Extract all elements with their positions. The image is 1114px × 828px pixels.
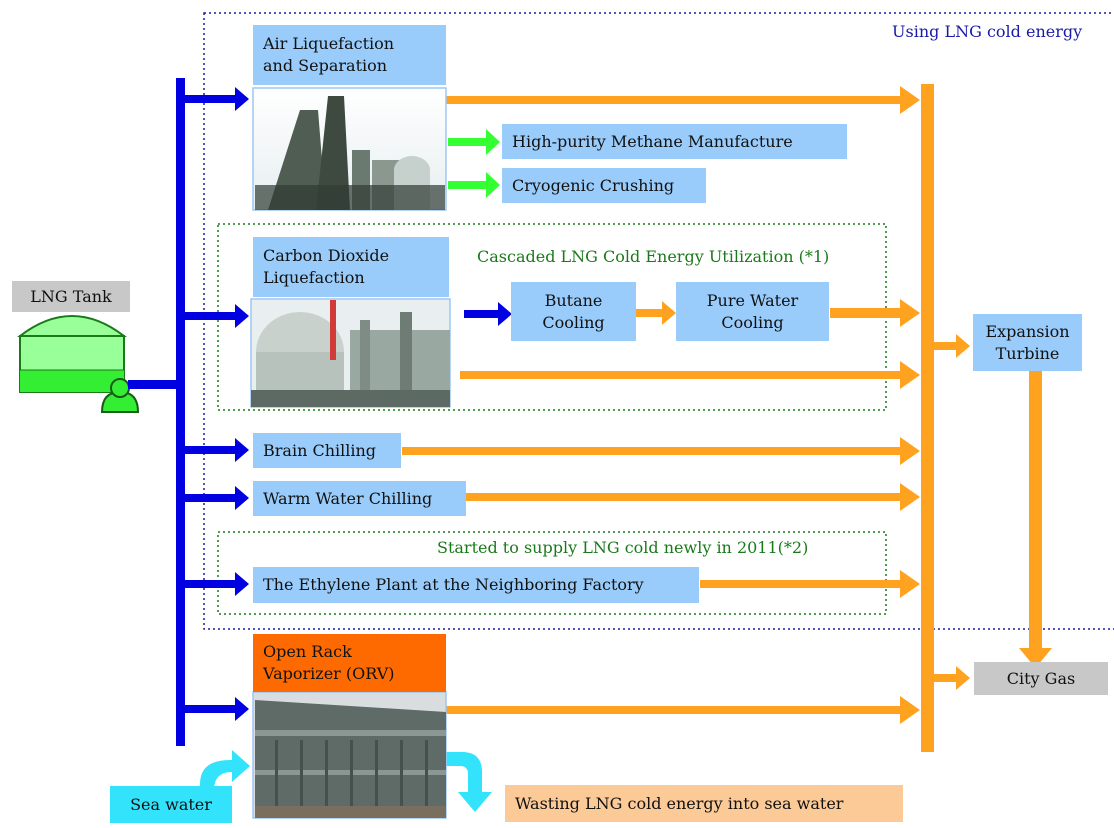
- arrow-co2-to-header: [460, 361, 920, 389]
- arrow-brain-to-header: [402, 437, 920, 465]
- arrow-to-co2-liquefaction: [185, 304, 249, 328]
- arrow-to-methane: [448, 129, 500, 155]
- arrow-header-to-city-gas: [934, 666, 970, 690]
- butane-cooling-box: Butane Cooling: [511, 282, 636, 341]
- arrow-header-to-turbine: [934, 334, 970, 358]
- sea-water-out-arrow: [446, 752, 492, 812]
- orv-box: Open Rack Vaporizer (ORV): [253, 634, 446, 692]
- arrow-orv-to-header: [446, 696, 920, 724]
- gas-header-bar: [921, 84, 934, 752]
- brain-chilling-box: Brain Chilling: [253, 433, 401, 468]
- ethylene-plant-box: The Ethylene Plant at the Neighboring Fa…: [253, 567, 699, 603]
- city-gas-box: City Gas: [974, 662, 1108, 695]
- arrow-air-to-header: [446, 86, 920, 114]
- air-liquefaction-photo: [252, 87, 447, 211]
- orv-photo: [252, 691, 447, 819]
- arrow-butane-to-pure: [636, 301, 676, 325]
- arrow-to-air-liquefaction: [185, 87, 249, 111]
- arrow-pure-to-header: [830, 299, 920, 327]
- cold-energy-region-frame: [203, 12, 1114, 630]
- pure-water-cooling-box: Pure Water Cooling: [676, 282, 829, 341]
- cryogenic-crushing-box: Cryogenic Crushing: [502, 168, 706, 203]
- gas-arrows: [402, 84, 1052, 752]
- lng-branch-arrows: [185, 87, 512, 721]
- arrow-ethylene-to-header: [700, 570, 920, 598]
- green-arrows: [448, 129, 500, 198]
- sea-water-box: Sea water: [110, 786, 232, 823]
- arrow-to-ethylene: [185, 572, 249, 596]
- air-liquefaction-box: Air Liquefaction and Separation: [253, 25, 446, 85]
- new-2011-caption: Started to supply LNG cold newly in 2011…: [437, 538, 809, 557]
- arrow-to-warm-water: [185, 486, 249, 510]
- cascaded-caption: Cascaded LNG Cold Energy Utilization (*1…: [477, 247, 830, 266]
- co2-liquefaction-photo: [250, 298, 451, 408]
- arrow-to-orv: [185, 697, 249, 721]
- sea-water-in-arrow: [200, 750, 250, 796]
- warm-water-chilling-box: Warm Water Chilling: [253, 481, 466, 516]
- high-purity-methane-box: High-purity Methane Manufacture: [502, 124, 847, 159]
- arrow-to-butane: [464, 302, 512, 326]
- arrow-turbine-to-city-gas: [1019, 370, 1052, 668]
- region-title: Using LNG cold energy: [892, 22, 1083, 41]
- lng-tank-icon: [17, 315, 127, 393]
- expansion-turbine-box: Expansion Turbine: [973, 314, 1082, 371]
- co2-liquefaction-box: Carbon Dioxide Liquefaction: [253, 237, 449, 297]
- arrow-to-brain-chilling: [185, 438, 249, 462]
- pump-icon: [100, 378, 140, 413]
- sea-water-arrows: [200, 750, 492, 812]
- lng-main-line: [128, 78, 185, 746]
- arrow-warm-to-header: [466, 483, 920, 511]
- wasting-cold-energy-box: Wasting LNG cold energy into sea water: [505, 785, 903, 822]
- lng-tank-label: LNG Tank: [12, 281, 130, 312]
- arrow-to-cryogenic: [448, 172, 500, 198]
